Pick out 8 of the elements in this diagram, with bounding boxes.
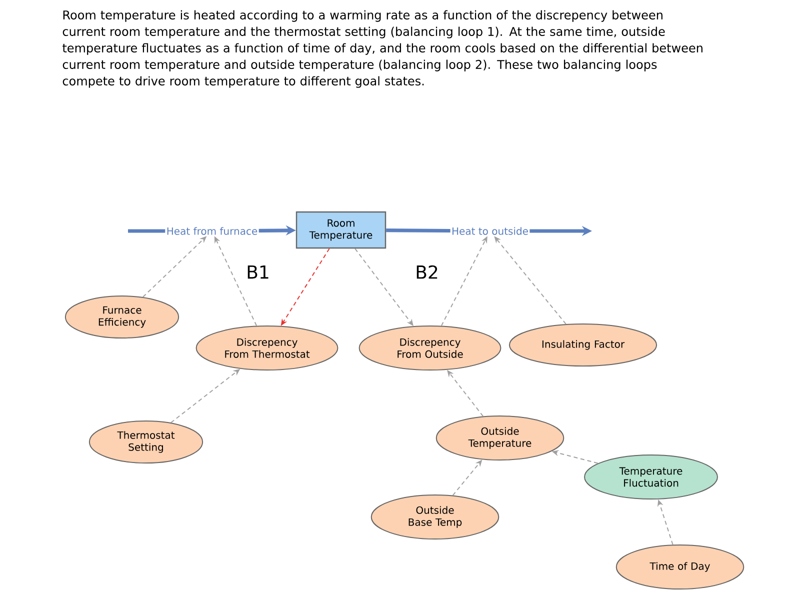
flow-pipe — [386, 228, 450, 233]
flow-label: Heat from furnace — [165, 226, 259, 236]
flow-label: Heat to outside — [450, 226, 530, 236]
loop-label: B2 — [416, 265, 438, 279]
description-paragraph: Room temperature is heated according to a warming rate as a function of the discrepency between current room temperature and the thermostat setting (balancing loop 1). At the same time, outside temperature fluctuates as a function of time of day, and the room cools based on the differential between current room temperature and outside temperature (balancing loop 2). These two balancing loops compete to drive room temperature to different goal states. — [62, 10, 702, 88]
loop-label: B1 — [248, 265, 268, 279]
flow-pipe — [128, 229, 166, 233]
stock-box: Room Temperature — [296, 211, 386, 249]
